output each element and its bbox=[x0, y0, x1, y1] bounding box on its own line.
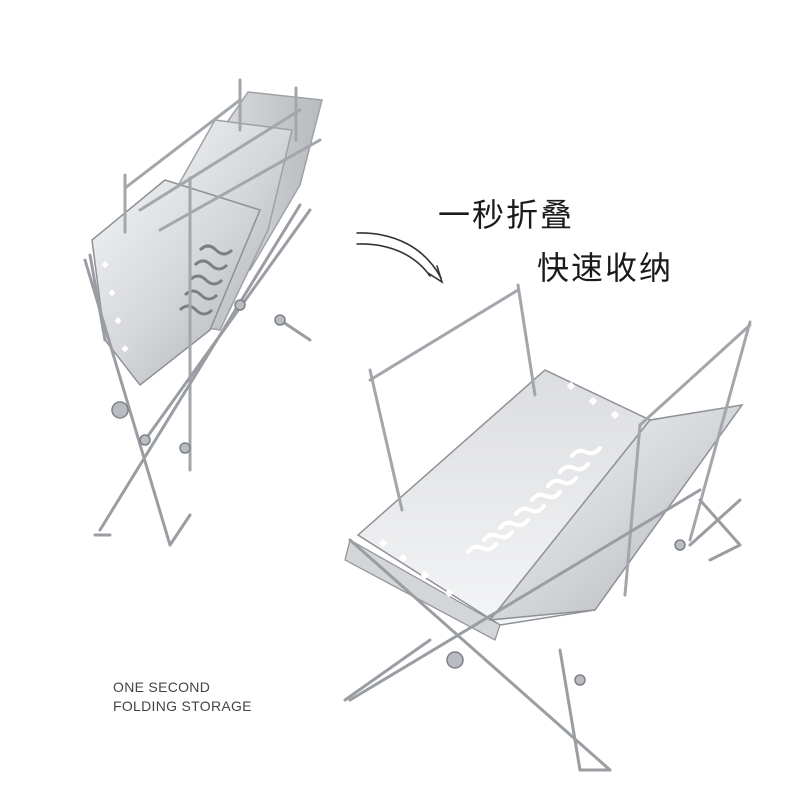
english-caption: ONE SECOND FOLDING STORAGE bbox=[113, 678, 252, 716]
unfolded-legs bbox=[343, 488, 742, 772]
basin-vent-holes bbox=[378, 381, 620, 598]
basin-front-rim bbox=[344, 539, 501, 641]
curved-arrow-icon bbox=[356, 232, 444, 284]
unfolded-hinges bbox=[446, 539, 686, 686]
caption-line-1: ONE SECOND bbox=[113, 679, 211, 695]
unfolded-grill bbox=[343, 283, 752, 772]
folded-legs bbox=[83, 203, 312, 547]
basin-side-panel bbox=[488, 403, 744, 621]
folded-grill bbox=[83, 78, 323, 547]
basin-wave-slots bbox=[466, 446, 602, 554]
caption-line-2: FOLDING STORAGE bbox=[113, 698, 252, 714]
headline-line-2: 快速收纳 bbox=[537, 249, 674, 287]
unfolded-rods bbox=[368, 283, 752, 597]
headline-line-1: 一秒折叠 bbox=[438, 196, 575, 234]
folded-wave-slots bbox=[178, 244, 234, 316]
folded-rods bbox=[123, 78, 322, 472]
folded-hinges bbox=[111, 299, 286, 454]
